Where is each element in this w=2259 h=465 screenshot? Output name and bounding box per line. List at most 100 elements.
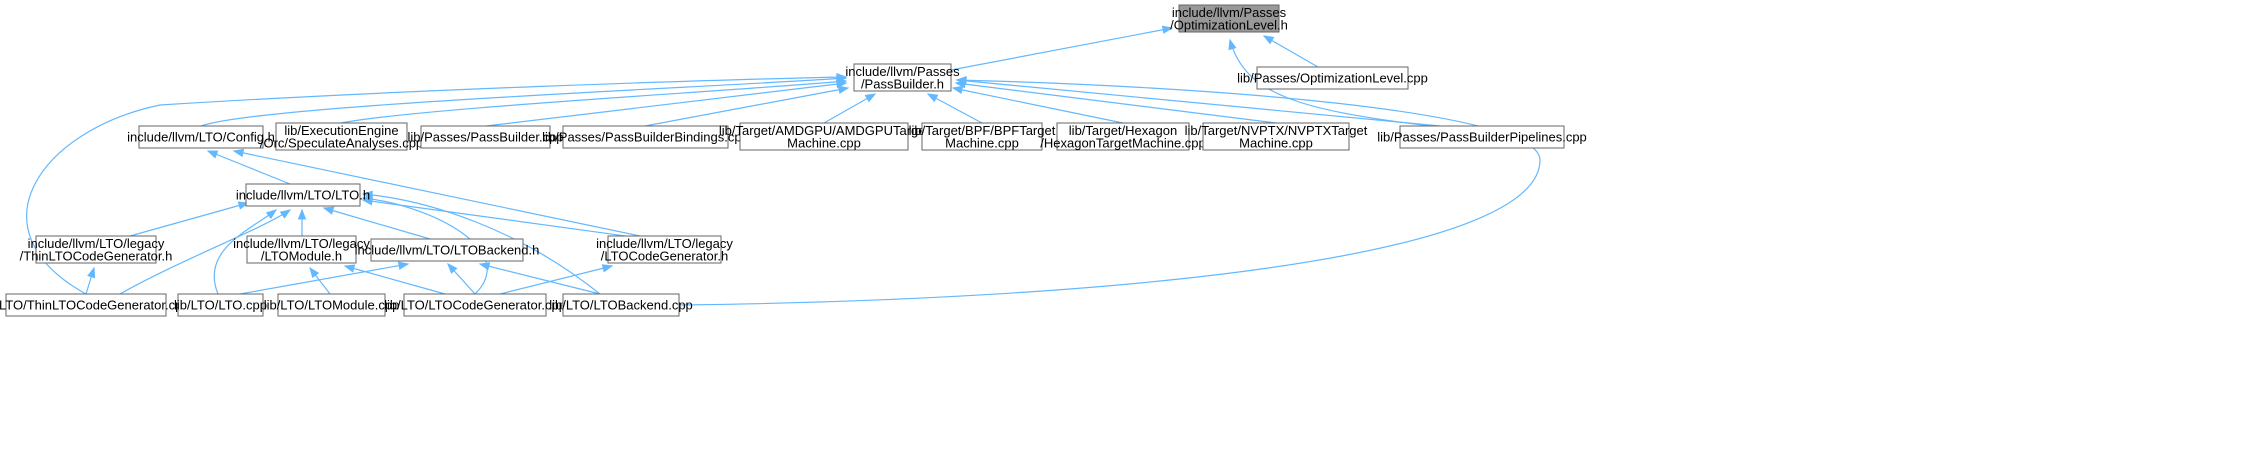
node-lto-h[interactable]: include/llvm/LTO/LTO.h (236, 183, 370, 207)
edge-arrowhead (279, 209, 292, 219)
nodes-layer: include/llvm/Passes/OptimizationLevel.hi… (0, 4, 1587, 317)
node-amdgpu-cpp[interactable]: lib/Target/AMDGPU/AMDGPUTargetMachine.cp… (719, 122, 930, 151)
node-box (138, 125, 264, 149)
node-box (35, 235, 157, 264)
edge-line (344, 265, 446, 295)
edge-arrowhead (1262, 35, 1275, 45)
edge-thinltocg_cpp-to-passbuilder_h (26, 72, 848, 295)
edge-arrowhead (478, 262, 491, 271)
node-label-line: /PassBuilder.h (861, 76, 944, 91)
edge-arrowhead (836, 72, 848, 82)
edge-amdgpu_cpp-to-passbuilder_h (823, 93, 877, 124)
edge-config_h-to-passbuilder_h (200, 74, 848, 127)
node-box (562, 293, 680, 317)
node-label-line: lib/Target/AMDGPU/AMDGPUTarget (719, 123, 930, 138)
edge-line (950, 27, 1173, 71)
node-label-line: Machine.cpp (1239, 135, 1313, 150)
edge-line (362, 199, 641, 239)
node-speculate-cpp[interactable]: lib/ExecutionEngine/Orc/SpeculateAnalyse… (260, 122, 423, 151)
node-label-line: Machine.cpp (787, 135, 861, 150)
node-label-line: lib/Passes/PassBuilder.cpp (407, 130, 563, 145)
edge-ltobackend_cpp-to-ltobackend_h (478, 262, 601, 295)
node-ltobackend-cpp[interactable]: lib/LTO/LTOBackend.cpp (549, 293, 693, 317)
edge-hexagon_cpp-to-passbuilder_h (951, 85, 1124, 124)
node-lto-cpp[interactable]: lib/LTO/LTO.cpp (174, 293, 267, 317)
edge-optlevel_cpp-to-optlevel_h (1262, 35, 1319, 68)
node-passbuilder-cpp[interactable]: lib/Passes/PassBuilder.cpp (407, 125, 564, 149)
node-box (739, 122, 909, 151)
node-thinltocg-cpp[interactable]: lib/LTO/ThinLTOCodeGenerator.cpp (0, 293, 190, 317)
edge-arrowhead (601, 264, 614, 273)
node-box (562, 125, 729, 149)
edge-line (119, 209, 291, 295)
node-box (1056, 122, 1190, 151)
edge-line (129, 202, 249, 237)
node-passbuilder-h[interactable]: include/llvm/Passes/PassBuilder.h (845, 63, 960, 92)
node-box (370, 238, 524, 262)
node-label-line: include/llvm/LTO/LTO.h (236, 188, 370, 203)
node-label-line: lib/LTO/ThinLTOCodeGenerator.cpp (0, 298, 190, 313)
node-label-line: include/llvm/LTO/legacy (233, 236, 370, 251)
node-ltocg-h[interactable]: include/llvm/LTO/legacy/LTOCodeGenerator… (596, 235, 733, 264)
node-label-line: Machine.cpp (945, 135, 1019, 150)
node-ltomodule-cpp[interactable]: lib/LTO/LTOModule.cpp (264, 293, 400, 317)
node-label-line: lib/Target/BPF/BPFTarget (909, 123, 1056, 138)
node-label-line: include/llvm/LTO/LTOBackend.h (355, 243, 540, 258)
node-label-line: lib/ExecutionEngine (284, 123, 398, 138)
edges-layer (26, 25, 1541, 306)
node-thinltocg-h[interactable]: include/llvm/LTO/legacy/ThinLTOCodeGener… (20, 235, 173, 264)
edge-arrowhead (955, 76, 967, 85)
edge-arrowhead (322, 206, 335, 215)
edge-arrowhead (951, 85, 964, 95)
edge-ltomodule_h-to-lto_h (297, 208, 307, 236)
edge-arrowhead (447, 262, 458, 274)
node-ltocg-cpp[interactable]: lib/LTO/LTOCodeGenerator.cpp (384, 293, 566, 317)
node-label-line: lib/LTO/LTO.cpp (174, 298, 267, 313)
node-box (1399, 125, 1565, 149)
node-label-line: /LTOCodeGenerator.h (601, 248, 728, 263)
node-label-line: lib/LTO/LTOModule.cpp (264, 298, 400, 313)
edge-arrowhead (343, 264, 356, 273)
edge-arrowhead (1228, 38, 1237, 51)
node-box (1256, 66, 1409, 90)
edge-line (927, 93, 983, 124)
node-label-line: lib/LTO/LTOBackend.cpp (549, 298, 693, 313)
edge-line (644, 87, 849, 127)
node-box (1202, 122, 1350, 151)
node-label-line: lib/Passes/OptimizationLevel.cpp (1237, 71, 1428, 86)
node-pbbindings-cpp[interactable]: lib/Passes/PassBuilderBindings.cpp (542, 125, 749, 149)
node-ltomodule-h[interactable]: include/llvm/LTO/legacy/LTOModule.h (233, 235, 370, 264)
edge-arrowhead (397, 261, 410, 270)
node-label-line: include/llvm/LTO/Config.h (127, 130, 275, 145)
edge-lto_cpp-to-lto_h (213, 209, 278, 295)
node-label-line: /HexagonTargetMachine.cpp (1040, 135, 1206, 150)
node-ltobackend-h[interactable]: include/llvm/LTO/LTOBackend.h (355, 238, 540, 262)
node-label-line: lib/Target/Hexagon (1069, 123, 1177, 138)
node-optlevel-cpp[interactable]: lib/Passes/OptimizationLevel.cpp (1237, 66, 1428, 90)
edge-line (823, 93, 876, 124)
node-box (275, 122, 408, 151)
node-box (420, 125, 551, 149)
edge-pbbindings_cpp-to-passbuilder_h (644, 85, 850, 127)
node-label-line: lib/Target/NVPTX/NVPTXTarget (1185, 123, 1368, 138)
edge-arrowhead (864, 93, 877, 103)
edge-nvptx_cpp-to-passbuilder_h (954, 79, 1277, 124)
node-box (853, 63, 952, 92)
node-box (921, 122, 1043, 151)
node-optlevel-h[interactable]: include/llvm/Passes/OptimizationLevel.h (1170, 4, 1288, 33)
node-label-line: include/llvm/LTO/legacy (596, 236, 733, 251)
node-label-line: /OptimizationLevel.h (1170, 17, 1288, 32)
edge-arrowhead (837, 85, 850, 94)
node-box (177, 293, 264, 317)
node-config-h[interactable]: include/llvm/LTO/Config.h (127, 125, 275, 149)
node-label-line: include/llvm/Passes (1172, 5, 1287, 20)
edge-line (362, 197, 488, 295)
edge-line (952, 87, 1124, 124)
edge-line (362, 193, 601, 295)
edge-line (1263, 35, 1319, 68)
node-hexagon-cpp[interactable]: lib/Target/Hexagon/HexagonTargetMachine.… (1040, 122, 1206, 151)
node-pbpipelines-cpp[interactable]: lib/Passes/PassBuilderPipelines.cpp (1377, 125, 1587, 149)
